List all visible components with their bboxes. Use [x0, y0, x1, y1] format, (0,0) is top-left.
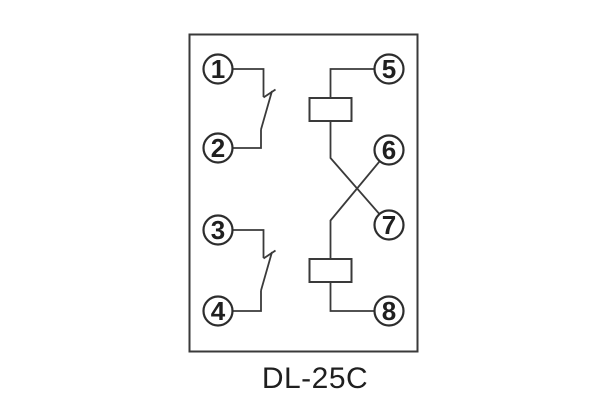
model-caption: DL-25C — [262, 362, 368, 395]
contact-blade-1 — [260, 90, 273, 130]
wire-coil-1-to-terminal-7 — [329, 121, 390, 226]
terminal-8-circle — [373, 295, 405, 327]
terminal-2: 2 — [202, 132, 234, 164]
wire-terminal-5-to-coil-1 — [329, 68, 389, 98]
terminal-8-label: 8 — [382, 296, 396, 326]
terminal-5-label: 5 — [382, 54, 396, 84]
terminal-4-circle — [202, 295, 234, 327]
coil-circuit-6-8 — [308, 149, 390, 312]
terminal-7: 7 — [373, 209, 405, 241]
contact-barb-1 — [263, 88, 276, 99]
wire-coil-2-to-terminal-8 — [329, 282, 389, 312]
wire-terminal-6-to-coil-2 — [329, 149, 390, 259]
terminal-1-label: 1 — [211, 54, 225, 84]
terminal-4-label: 4 — [211, 296, 226, 326]
terminal-6: 6 — [373, 134, 405, 166]
terminal-6-circle — [373, 134, 405, 166]
terminal-8: 8 — [373, 295, 405, 327]
terminal-5-circle — [373, 53, 405, 85]
diagram-border — [188, 33, 419, 353]
terminal-2-circle — [202, 132, 234, 164]
contact-blade-2 — [260, 251, 273, 291]
terminal-4: 4 — [202, 295, 234, 327]
terminal-5: 5 — [373, 53, 405, 85]
terminal-3-label: 3 — [211, 215, 225, 245]
contact-barb-2 — [263, 249, 276, 260]
terminal-1: 1 — [202, 53, 234, 85]
terminal-3: 3 — [202, 214, 234, 246]
terminal-6-label: 6 — [382, 135, 396, 165]
coil-1 — [308, 97, 353, 122]
terminal-7-label: 7 — [382, 210, 396, 240]
terminal-1-circle — [202, 53, 234, 85]
terminal-7-circle — [373, 209, 405, 241]
terminal-2-label: 2 — [211, 133, 225, 163]
coil-circuit-5-7 — [308, 68, 390, 226]
coil-2 — [308, 258, 353, 283]
terminal-3-circle — [202, 214, 234, 246]
